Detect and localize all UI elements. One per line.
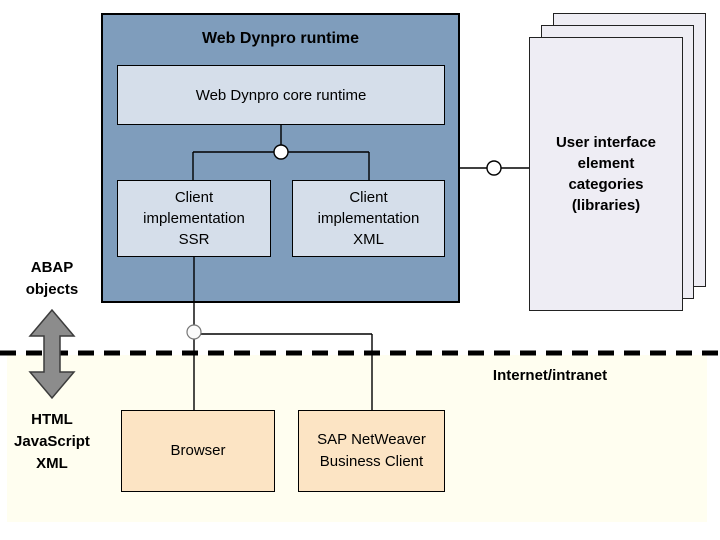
internet-intranet-label: Internet/intranet — [492, 367, 608, 384]
abap-objects-label: ABAP objects — [25, 259, 79, 298]
runtime-title: Web Dynpro runtime — [201, 30, 360, 47]
html-javascript-xml-label: HTML JavaScript XML — [14, 411, 90, 472]
library-page-front: User interface element categories (libra… — [529, 37, 683, 311]
client-implementation-ssr-box: Client implementation SSR — [117, 180, 271, 257]
core-runtime-box: Web Dynpro core runtime — [117, 65, 445, 125]
client-implementation-xml-box: Client implementation XML — [292, 180, 445, 257]
junction-node-libraries — [486, 160, 502, 176]
runtime-container-box — [101, 13, 460, 303]
browser-box: Browser — [121, 410, 275, 492]
junction-node-lower — [186, 324, 202, 340]
netweaver-business-client-box: SAP NetWeaver Business Client — [298, 410, 445, 492]
